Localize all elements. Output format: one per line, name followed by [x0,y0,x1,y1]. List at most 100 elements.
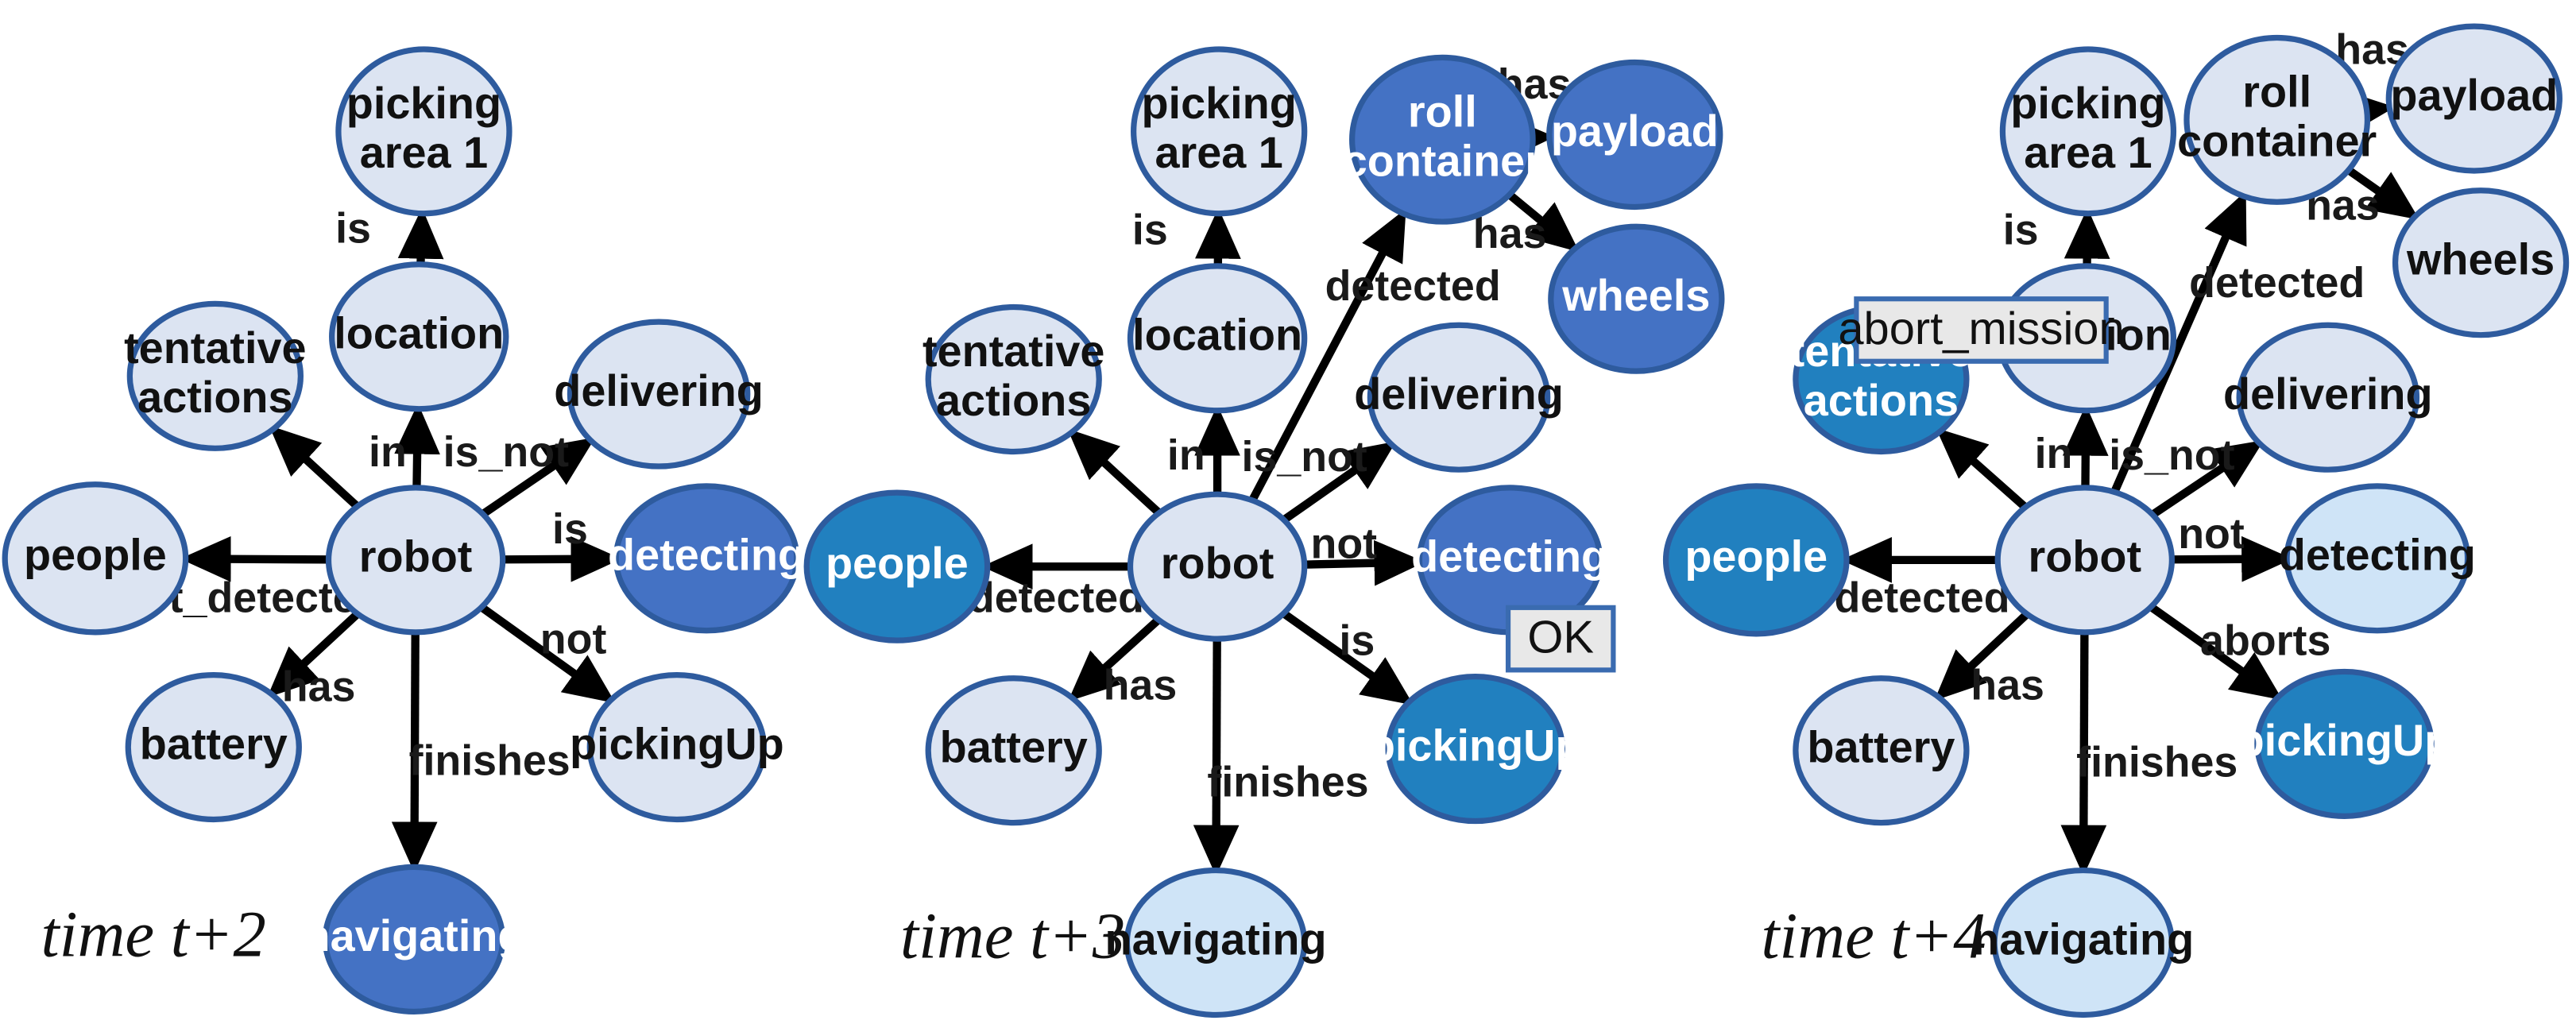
node-label-tentative_actions: actions [137,372,292,422]
edge-robot-to-delivering [1282,441,1397,523]
node-navigating[interactable]: navigating [304,864,525,1014]
node-payload[interactable]: payload [2385,23,2562,174]
node-label-tentative_actions: actions [1804,375,1959,425]
node-navigating[interactable]: navigating [1105,867,1327,1018]
node-battery[interactable]: battery [125,671,302,823]
time-label-t3: time t+3 [900,899,1125,972]
edge-label-robot-delivering: is_not [2109,431,2234,479]
edge-robot-to-roll_container [1249,208,1406,501]
node-label-robot: robot [359,531,473,582]
node-label-detecting: detecting [1411,531,1608,582]
edge-label-robot-navigating: finishes [1207,758,1368,806]
node-people[interactable]: people [1662,483,1850,637]
node-shape-delivering [1367,322,1551,473]
edge-robot-to-detecting [504,535,622,582]
node-shape-robot [1994,485,2175,636]
node-label-delivering: delivering [2223,369,2433,419]
node-shape-tentative_actions [126,300,304,451]
node-detecting[interactable]: detecting [2279,483,2476,634]
node-shape-picking_area_1 [1131,46,1308,217]
edge-robot-to-location [2062,404,2109,486]
edge-label-robot-pickingUp: is [1339,617,1375,665]
node-shape-robot [1127,491,1308,642]
node-label-delivering: delivering [1354,369,1564,419]
edge-robot-to-delivering [2151,440,2265,517]
node-payload[interactable]: payload [1546,59,1723,211]
edge-robot-to-battery [1934,612,2029,701]
callout-box-abort_mission [1854,296,2109,364]
node-robot[interactable]: robot [1127,491,1308,642]
edge-robot-to-battery [1067,617,1160,702]
node-label-detecting: detecting [2279,530,2476,580]
edge-label-robot-location: in [1167,431,1205,479]
node-shape-payload [2385,23,2562,174]
node-shape-location [1127,263,1308,414]
edge-robot-to-location [394,403,440,486]
edge-robot-to-navigating [2060,633,2107,876]
node-delivering[interactable]: delivering [1354,322,1564,473]
node-battery[interactable]: battery [925,675,1102,826]
node-delivering[interactable]: delivering [2223,322,2433,473]
node-detecting[interactable]: detecting [1411,485,1608,636]
node-label-wheels: wheels [1561,270,1710,320]
edge-robot-to-delivering [482,437,596,517]
edge-robot-to-pickingUp [480,605,616,704]
node-label-picking_area_1: picking [2010,78,2165,128]
edge-robot-to-pickingUp [1282,611,1414,705]
node-robot[interactable]: robot [1994,485,2175,636]
node-shape-delivering [2236,322,2420,473]
node-label-battery: battery [1807,721,1955,771]
node-pickingUp[interactable]: pickingUp [1368,674,1583,825]
edge-label-roll_container-wheels: has [1473,210,1547,257]
callout-text-abort_mission: abort_mission [1838,303,2124,354]
node-label-pickingUp: pickingUp [1368,720,1583,770]
node-battery[interactable]: battery [1793,675,1970,826]
node-shape-people [803,489,991,643]
node-detecting[interactable]: detecting [608,483,805,634]
callout-text-ok: OK [1527,612,1594,663]
node-shape-navigating [1124,867,1308,1018]
node-label-pickingUp: pickingUp [570,718,784,768]
node-label-battery: battery [940,721,1088,771]
callout-ok[interactable]: OK [1505,605,1616,673]
edge-label-robot-roll_container: detected [1325,262,1501,310]
node-location[interactable]: location [1127,263,1308,414]
node-robot[interactable]: robot [325,485,506,636]
edge-label-robot-battery: has [1971,661,2044,709]
node-wheels[interactable]: wheels [2392,187,2570,338]
edge-robot-to-pickingUp [2149,604,2283,701]
node-shape-roll_container [1349,54,1536,225]
node-people[interactable]: people [2,481,189,636]
node-shape-battery [1793,675,1970,826]
callout-abort_mission[interactable]: abort_mission [1838,296,2125,364]
node-shape-picking_area_1 [335,46,512,217]
node-label-people: people [826,538,969,588]
node-people[interactable]: people [803,489,991,643]
node-navigating[interactable]: navigating [1972,867,2194,1018]
node-shape-navigating [1991,867,2175,1018]
edge-label-robot-pickingUp: aborts [2200,617,2330,665]
node-label-roll_container: roll [2242,67,2311,117]
node-label-navigating: navigating [1972,914,2194,964]
node-shape-robot [325,485,506,636]
node-delivering[interactable]: delivering [554,319,764,470]
node-pickingUp[interactable]: pickingUp [2238,668,2452,819]
node-pickingUp[interactable]: pickingUp [570,671,784,823]
node-wheels[interactable]: wheels [1548,223,1725,374]
edge-label-robot-location: in [2035,430,2073,477]
callouts-layer: OK abort_mission [1505,296,2125,673]
edge-roll_container-to-wheels [1508,192,1580,253]
node-shape-picking_area_1 [1999,46,2177,217]
node-location[interactable]: location [329,261,509,412]
edge-roll_container-to-wheels [2347,168,2420,220]
